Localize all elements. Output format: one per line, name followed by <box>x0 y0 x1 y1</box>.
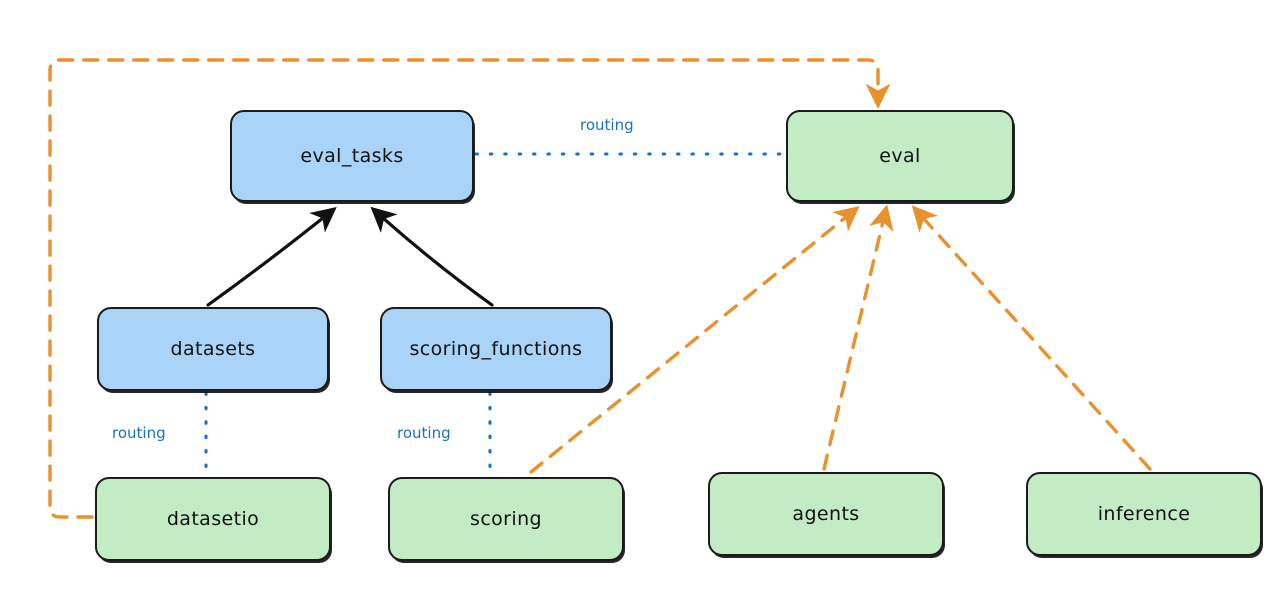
node-label: datasets <box>170 338 256 360</box>
edge-datasets-to-eval_tasks <box>206 207 337 307</box>
node-eval_tasks[interactable]: eval_tasks <box>230 110 474 202</box>
node-label: scoring <box>470 508 542 530</box>
edge-scoring-to-eval <box>529 205 860 474</box>
node-eval[interactable]: eval <box>786 110 1014 202</box>
node-agents[interactable]: agents <box>708 472 944 556</box>
edge-label-routing-eval_tasks-eval: routing <box>580 116 634 134</box>
edge-scoring_functions-to-eval_tasks <box>370 206 494 307</box>
node-datasets[interactable]: datasets <box>97 307 329 391</box>
edge-datasetio-to-eval <box>48 58 891 519</box>
edge-label-routing-datasets-datasetio: routing <box>112 424 166 442</box>
edge-inference-to-eval <box>911 205 1152 471</box>
node-label: eval_tasks <box>300 145 404 167</box>
node-scoring[interactable]: scoring <box>388 477 624 561</box>
edge-label-routing-scoring_functions-scoring: routing <box>397 424 451 442</box>
node-inference[interactable]: inference <box>1026 472 1262 556</box>
edge-agents-to-eval <box>822 204 894 471</box>
node-datasetio[interactable]: datasetio <box>95 477 331 561</box>
node-label: datasetio <box>166 508 260 530</box>
node-label: inference <box>1097 503 1191 525</box>
node-label: agents <box>792 503 860 525</box>
node-scoring_functions[interactable]: scoring_functions <box>380 307 612 391</box>
node-label: scoring_functions <box>409 338 583 360</box>
node-label: eval <box>879 145 921 167</box>
